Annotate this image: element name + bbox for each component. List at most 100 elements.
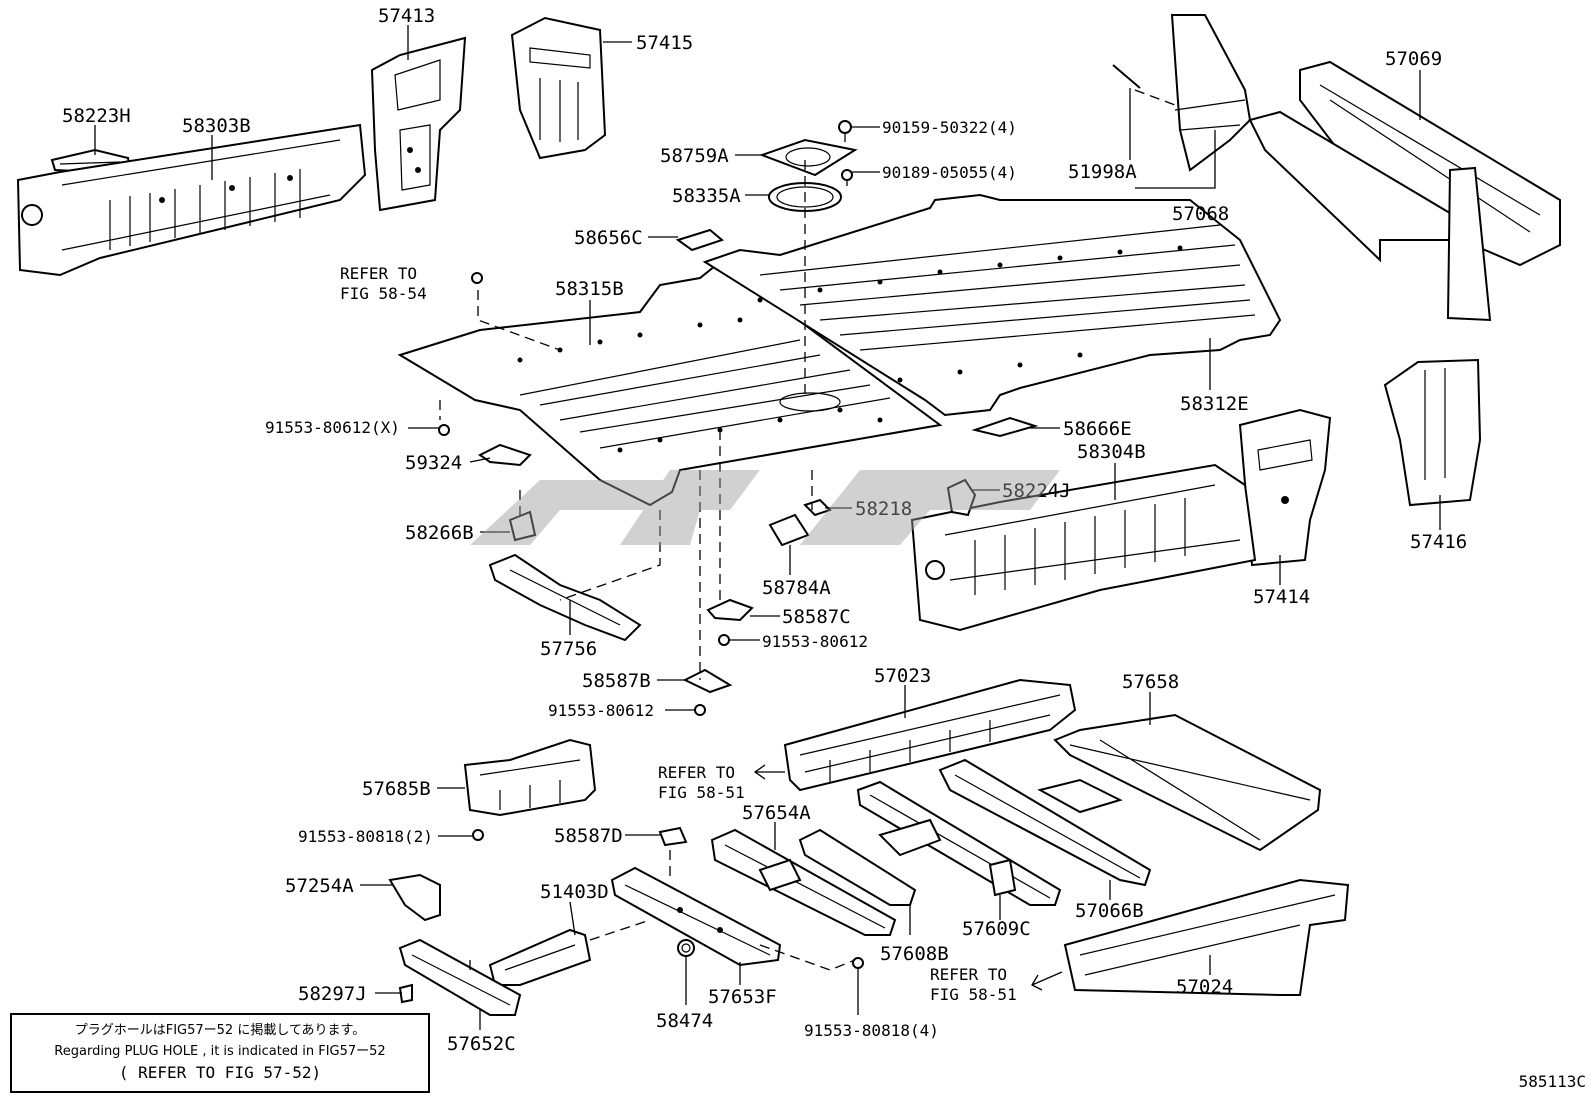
label-58784A: 58784A — [762, 577, 831, 599]
label-57024: 57024 — [1176, 976, 1233, 998]
part-58304B-shape — [910, 463, 1257, 632]
label-58656C: 58656C — [574, 227, 643, 249]
part-57652C-shape — [398, 938, 522, 1016]
bolt-90159-shape — [838, 120, 852, 142]
label-57685B: 57685B — [362, 778, 431, 800]
label-57652C: 57652C — [447, 1033, 516, 1055]
part-57416-shape — [1383, 358, 1482, 507]
part-57066B-shape — [938, 758, 1152, 887]
part-57658-shape — [1053, 713, 1322, 852]
note-line-english: Regarding PLUG HOLE , it is indicated in… — [54, 1044, 386, 1059]
part-57024-shape — [1063, 878, 1350, 996]
part-57413-shape — [370, 36, 467, 212]
label-58223H: 58223H — [62, 105, 131, 127]
label-58587D: 58587D — [554, 825, 623, 847]
part-59324-shape — [478, 443, 532, 467]
ref-refer-to-3: REFER TO — [930, 965, 1007, 984]
label-58266B: 58266B — [405, 522, 474, 544]
part-58303B-shape — [16, 123, 367, 277]
label-58304B: 58304B — [1077, 441, 1146, 463]
bolts-91553-80612-shape — [438, 272, 730, 716]
label-57654A: 57654A — [742, 802, 811, 824]
part-57069-shape — [1248, 60, 1561, 322]
part-57414-shape — [1238, 408, 1332, 567]
label-57653F: 57653F — [708, 986, 777, 1008]
part-51403D-shape — [488, 928, 592, 986]
ref-refer-to-2: REFER TO — [658, 763, 735, 782]
label-57756: 57756 — [540, 638, 597, 660]
part-58666E-shape — [971, 416, 1039, 438]
part-58312E-shape — [702, 193, 1282, 417]
label-58297J: 58297J — [298, 983, 367, 1005]
part-58315B-shape — [397, 260, 943, 507]
label-91553-80612-b: 91553-80612 — [548, 701, 654, 720]
label-58303B: 58303B — [182, 115, 251, 137]
label-57413: 57413 — [378, 5, 435, 27]
bolt-90189-shape — [841, 169, 853, 186]
part-57609C-shape — [856, 780, 1062, 906]
label-91553-80612-a: 91553-80612 — [762, 632, 868, 651]
label-59324: 59324 — [405, 452, 462, 474]
label-57069: 57069 — [1385, 48, 1442, 70]
label-57415: 57415 — [636, 32, 693, 54]
label-57608B: 57608B — [880, 943, 949, 965]
note-line-refer: ( REFER TO FIG 57-52) — [118, 1063, 322, 1082]
label-57609C: 57609C — [962, 918, 1031, 940]
part-57653F-shape — [610, 866, 782, 967]
label-51998A: 51998A — [1068, 161, 1137, 183]
part-57654A-shape — [710, 828, 897, 936]
part-58218-shape — [803, 498, 832, 517]
part-57685B-shape — [463, 738, 597, 817]
label-58587C: 58587C — [782, 606, 851, 628]
label-58218: 58218 — [855, 498, 912, 520]
part-57068-shape — [1170, 14, 1252, 172]
part-57023-shape — [783, 678, 1077, 792]
label-57658: 57658 — [1122, 671, 1179, 693]
label-91553-80818-4: 91553-80818(4) — [804, 1021, 939, 1040]
ref-refer-to-1: REFER TO — [340, 264, 417, 283]
part-57756-shape — [488, 553, 642, 642]
part-57254A-shape — [388, 873, 441, 922]
part-58474-shape — [677, 939, 695, 957]
label-90159-50322: 90159-50322(4) — [882, 118, 1017, 137]
part-58224J-shape — [946, 478, 977, 517]
part-51998A-shape — [1112, 64, 1141, 89]
label-58312E: 58312E — [1180, 393, 1249, 415]
label-58315B: 58315B — [555, 278, 624, 300]
label-58759A: 58759A — [660, 145, 729, 167]
figure-code: 585113C — [1518, 1072, 1586, 1091]
part-57415-shape — [510, 16, 607, 160]
ref-fig-58-51-a: FIG 58-51 — [658, 783, 745, 802]
label-57254A: 57254A — [285, 875, 354, 897]
part-58266B-shape — [508, 510, 537, 542]
assembly-lines — [439, 89, 1176, 971]
label-58474: 58474 — [656, 1010, 713, 1032]
plug-hole-note: プラグホールはFIG57ー52 に掲載してあります。 Regarding PLU… — [10, 1013, 430, 1093]
part-58587B-shape — [682, 668, 733, 694]
label-58666E: 58666E — [1063, 418, 1132, 440]
part-labels: 58223H 58303B 57413 57415 58759A 58335A … — [62, 5, 1467, 1055]
part-58656C-shape — [675, 228, 725, 252]
label-58224J: 58224J — [1002, 480, 1071, 502]
part-58587C-shape — [706, 598, 754, 622]
part-58759A-shape — [759, 138, 858, 177]
label-57066B: 57066B — [1075, 900, 1144, 922]
label-90189-05055: 90189-05055(4) — [882, 163, 1017, 182]
leader-lines — [94, 25, 1441, 1030]
label-57416: 57416 — [1410, 531, 1467, 553]
part-58297J-shape — [398, 983, 413, 1004]
label-57068: 57068 — [1172, 203, 1229, 225]
label-57414: 57414 — [1253, 586, 1310, 608]
part-58587D-shape — [658, 826, 688, 847]
label-51403D: 51403D — [540, 881, 609, 903]
label-58335A: 58335A — [672, 185, 741, 207]
note-line-japanese: プラグホールはFIG57ー52 に掲載してあります。 — [74, 1023, 366, 1038]
ref-fig-58-54: FIG 58-54 — [340, 284, 427, 303]
ref-fig-58-51-b: FIG 58-51 — [930, 985, 1017, 1004]
label-91553-80818-2: 91553-80818(2) — [298, 827, 433, 846]
label-58587B: 58587B — [582, 670, 651, 692]
label-91553-80612-X: 91553-80612(X) — [265, 418, 400, 437]
part-58784A-shape — [768, 513, 810, 547]
label-57023: 57023 — [874, 665, 931, 687]
